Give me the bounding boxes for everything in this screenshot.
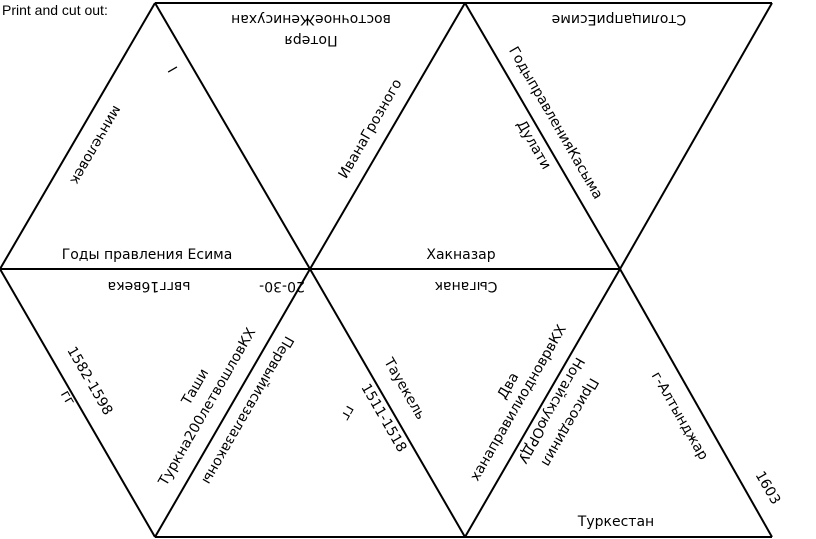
label-h3: Туркестан [577, 514, 654, 530]
label-a1: минчеловек [66, 103, 124, 188]
label-f2: гг [337, 403, 358, 424]
grid-line-d3 [309, 2, 466, 270]
label-f1: Сыганак [435, 278, 498, 294]
label-b4: Хакназар [426, 247, 495, 263]
grid-line-d2 [154, 2, 311, 270]
grid-line-d8 [309, 268, 466, 538]
label-a3: Годы правления Есима [62, 247, 233, 263]
label-h1: г-Алтынджар [648, 369, 711, 463]
grid-line-d4 [464, 2, 621, 270]
puzzle-grid-lines [0, 2, 773, 538]
grid-line-d7 [154, 268, 311, 538]
label-d4: гг [57, 388, 78, 409]
grid-line-d5 [619, 2, 773, 270]
label-b2: восточноеЖенисухан [231, 11, 391, 27]
label-d2: 20-30- [259, 278, 305, 294]
grid-line-d9 [464, 268, 621, 538]
label-c1: СтолицаприЕсиме [552, 11, 687, 27]
label-a2: I [166, 63, 182, 75]
print-instruction: Print and cut out: [2, 2, 108, 18]
label-h2: 1603 [752, 469, 784, 508]
label-d3: 1582-1598 [63, 344, 115, 418]
label-d1: ьвгг16века [108, 278, 191, 294]
grid-line-d10 [619, 268, 773, 538]
label-b1: Потеря [284, 32, 337, 48]
grid-line-d1 [0, 2, 156, 270]
grid-line-d6 [0, 268, 156, 538]
